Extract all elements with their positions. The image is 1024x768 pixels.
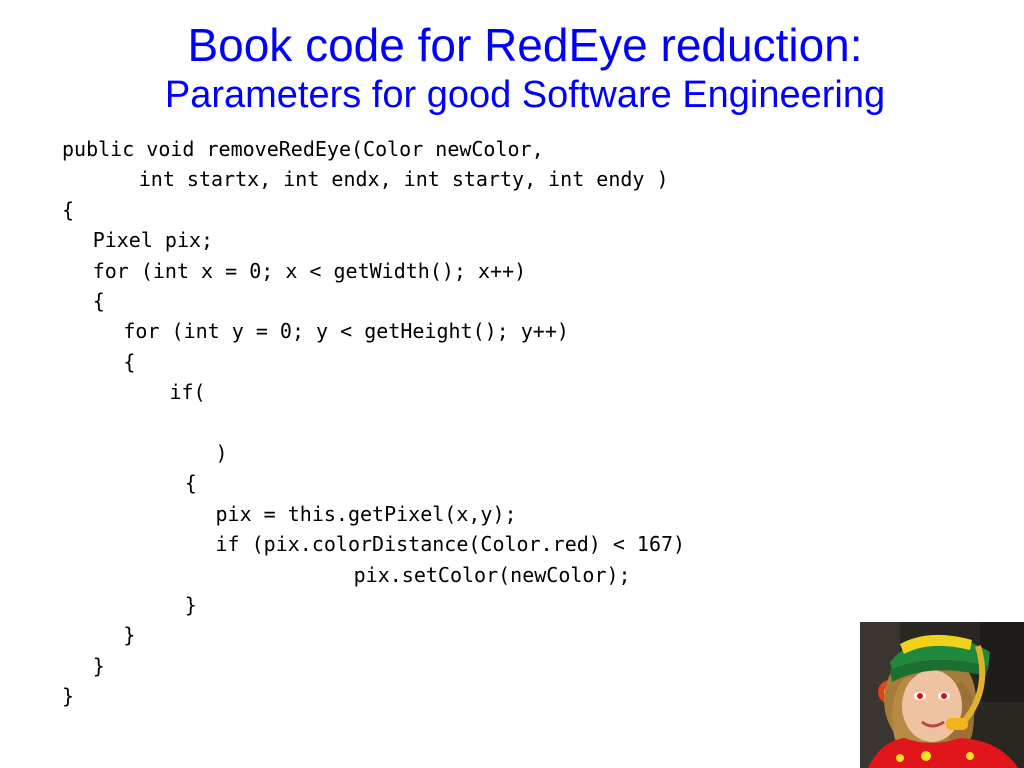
slide-title: Book code for RedEye reduction: <box>187 19 863 71</box>
code-line: } <box>62 684 75 709</box>
code-line: for (int x = 0; x < getWidth(); x++) <box>92 258 527 283</box>
code-line: pix = this.getPixel(x,y); <box>215 501 517 526</box>
code-line: pix.setColor(newColor); <box>353 562 631 587</box>
code-line: } <box>123 623 136 648</box>
code-line: int startx, int endx, int starty, int en… <box>138 167 669 192</box>
code-line: public void removeRedEye(Color newColor, <box>62 137 544 161</box>
code-line: { <box>62 197 75 222</box>
code-line: { <box>92 289 105 313</box>
code-line: { <box>123 349 136 374</box>
code-line: } <box>92 653 105 678</box>
code-line: for (int y = 0; y < getHeight(); y++) <box>123 319 569 344</box>
photo-image <box>860 622 1024 768</box>
code-line: Pixel pix; <box>92 228 214 253</box>
code-line: } <box>184 593 197 617</box>
code-line: if (pix.colorDistance(Color.red) < 167) <box>215 532 686 557</box>
photo-girl-red-eye <box>860 622 1024 768</box>
code-line: { <box>184 471 197 496</box>
slide-subtitle: Parameters for good Software Engineering <box>164 74 886 116</box>
code-line: ) <box>215 441 228 465</box>
code-line: if( <box>169 380 206 405</box>
